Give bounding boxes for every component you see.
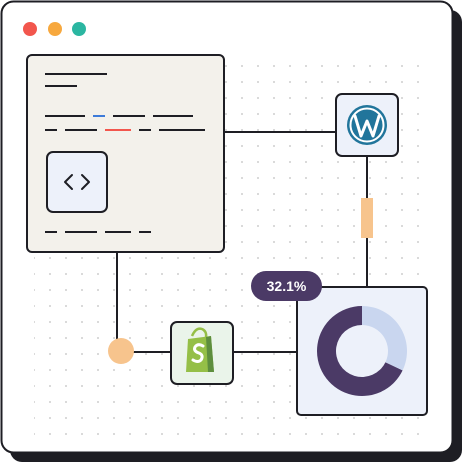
chart-panel bbox=[296, 286, 428, 416]
percentage-badge: 32.1% bbox=[251, 271, 322, 301]
code-lines bbox=[45, 73, 205, 233]
donut-slice bbox=[317, 306, 403, 397]
connector-marker-vertical bbox=[361, 198, 373, 238]
wordpress-icon bbox=[347, 105, 387, 145]
shopify-node bbox=[170, 321, 234, 385]
minimize-button[interactable] bbox=[48, 22, 62, 36]
maximize-button[interactable] bbox=[72, 22, 86, 36]
code-brackets-icon bbox=[64, 174, 90, 190]
code-editor-card bbox=[26, 54, 225, 253]
wordpress-node bbox=[335, 93, 399, 157]
code-icon-tile bbox=[46, 151, 108, 213]
connector-marker-dot bbox=[108, 338, 134, 364]
close-button[interactable] bbox=[23, 22, 37, 36]
percentage-label: 32.1% bbox=[267, 278, 307, 294]
donut-chart bbox=[317, 306, 408, 397]
donut-slice bbox=[362, 306, 408, 371]
shopify-bag-icon bbox=[186, 327, 214, 372]
